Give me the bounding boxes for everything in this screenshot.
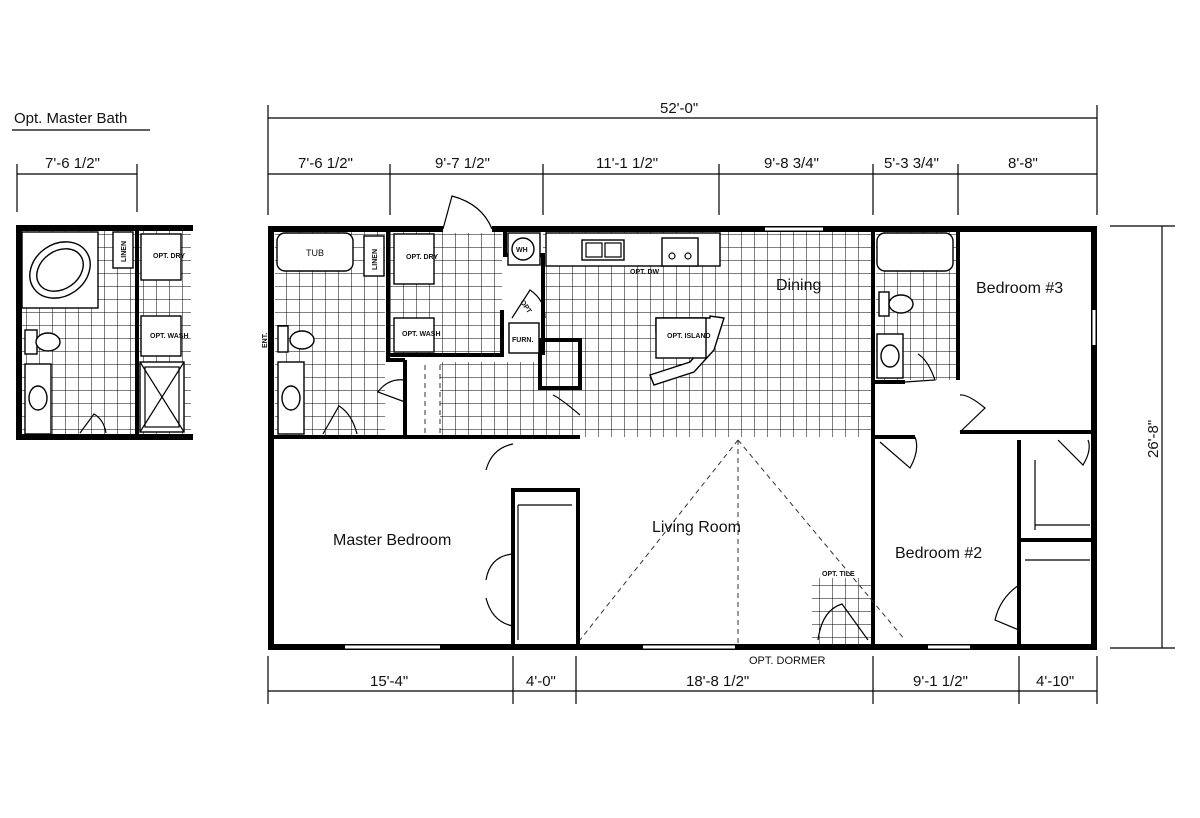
svg-text:OPT: OPT xyxy=(518,299,532,315)
top-dim-6: 8'-8" xyxy=(1008,155,1038,172)
top-dim-1: 7'-6 1/2" xyxy=(298,155,353,172)
svg-text:OPT. DRY: OPT. DRY xyxy=(406,254,438,261)
inset-linen xyxy=(112,231,134,269)
master-linen xyxy=(363,235,385,277)
room-living-room: Living Room xyxy=(652,519,741,536)
opt-tile-label: OPT. TILE xyxy=(822,571,855,578)
svg-text:OPT. DRY: OPT. DRY xyxy=(153,253,185,260)
bottom-dim-4: 9'-1 1/2" xyxy=(913,673,968,690)
top-dim-5: 5'-3 3/4" xyxy=(884,155,939,172)
svg-text:FURN.: FURN. xyxy=(512,337,533,344)
kitchen-sink xyxy=(581,239,625,261)
main-plan: TUB LINEN ENT. OPT. DRY OPT. WASH WH FUR… xyxy=(262,195,1097,650)
overall-width-dimension: 52'-0" xyxy=(267,100,1098,215)
overall-depth-label: 26'-8" xyxy=(1145,420,1162,458)
inset-outer-wall xyxy=(16,225,193,440)
bedroom2-door xyxy=(879,436,918,469)
opt-wash xyxy=(393,317,435,353)
master-closet-wall xyxy=(511,488,580,647)
top-dimensions: 7'-6 1/2" 9'-7 1/2" 11'-1 1/2" 9'-8 3/4"… xyxy=(268,155,1097,215)
bath2-tub xyxy=(876,232,954,272)
room-bedroom-2: Bedroom #2 xyxy=(895,545,982,562)
svg-text:OPT. ISLAND: OPT. ISLAND xyxy=(667,333,711,340)
svg-text:WH: WH xyxy=(516,247,528,254)
bottom-dim-3: 18'-8 1/2" xyxy=(686,673,749,690)
inset-width-dim: 7'-6 1/2" xyxy=(45,155,100,172)
inset-title: Opt. Master Bath xyxy=(14,110,127,127)
room-bedroom-3: Bedroom #3 xyxy=(976,280,1063,297)
opt-dw-label: OPT. DW xyxy=(630,269,660,276)
inset-opt-dry xyxy=(140,233,182,281)
bottom-dim-2: 4'-0" xyxy=(526,673,556,690)
opt-dry xyxy=(393,233,435,285)
top-dim-4: 9'-8 3/4" xyxy=(764,155,819,172)
svg-text:OPT. WASH: OPT. WASH xyxy=(402,331,441,338)
right-dimension: 26'-8" xyxy=(1110,225,1175,649)
bath2-toilet xyxy=(888,294,914,314)
svg-text:OPT. WASH: OPT. WASH xyxy=(150,333,189,340)
inset-linen-label: LINEN xyxy=(121,241,128,262)
master-bedroom-door xyxy=(485,443,514,471)
bottom-dim-5: 4'-10" xyxy=(1036,673,1074,690)
bedroom3-door xyxy=(959,394,986,433)
inset-toilet xyxy=(35,332,61,352)
opt-dormer-label: OPT. DORMER xyxy=(749,655,825,667)
master-tub xyxy=(276,232,354,272)
room-dining: Dining xyxy=(776,277,821,294)
rear-entry-door xyxy=(442,195,493,230)
entry-door xyxy=(817,603,869,641)
inset-master-bath: Opt. Master Bath 7'-6 1/2" LINEN OPT. DR… xyxy=(12,110,193,440)
room-master-bedroom: Master Bedroom xyxy=(333,532,451,549)
master-toilet xyxy=(289,330,315,350)
svg-text:LINEN: LINEN xyxy=(372,249,379,270)
top-dim-3: 11'-1 1/2" xyxy=(596,155,658,172)
inset-opt-wash xyxy=(140,315,182,357)
bath2-door xyxy=(904,353,936,383)
master-bath-door xyxy=(322,405,358,435)
bottom-dim-1: 15'-4" xyxy=(370,673,408,690)
range xyxy=(661,237,699,267)
overall-width-label: 52'-0" xyxy=(660,100,698,117)
bottom-dimensions: 15'-4" 4'-0" 18'-8 1/2" 9'-1 1/2" 4'-10" xyxy=(267,656,1098,704)
furnace xyxy=(508,322,540,354)
svg-text:TUB: TUB xyxy=(306,248,324,258)
top-dim-2: 9'-7 1/2" xyxy=(435,155,490,172)
ent-label: ENT. xyxy=(262,333,269,348)
inset-door xyxy=(79,413,107,434)
